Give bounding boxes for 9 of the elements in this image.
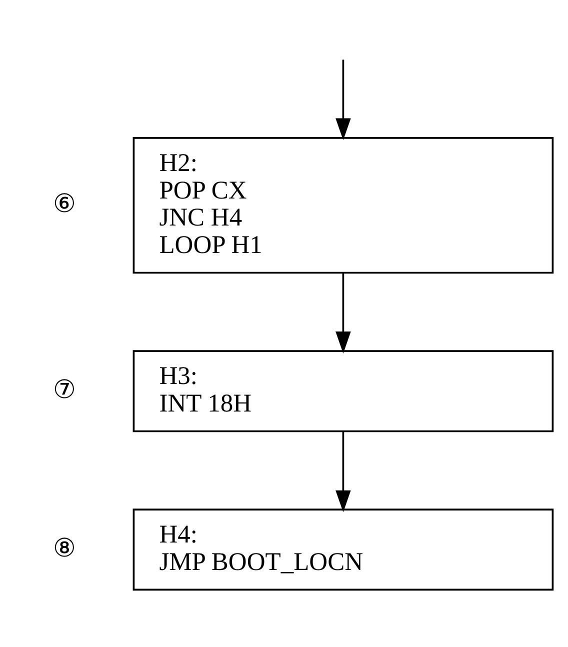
- arrow: [336, 430, 351, 512]
- node-box: H4: JMP BOOT_LOCN: [132, 508, 554, 590]
- arrow: [336, 59, 351, 140]
- node-label: ⑧: [52, 532, 76, 562]
- arrow: [336, 272, 351, 353]
- node-label: ⑥: [52, 188, 76, 218]
- node-box: H2: POP CX JNC H4 LOOP H1: [132, 136, 554, 274]
- node-label: ⑦: [52, 374, 76, 404]
- node-box: H3: INT 18H: [132, 350, 554, 432]
